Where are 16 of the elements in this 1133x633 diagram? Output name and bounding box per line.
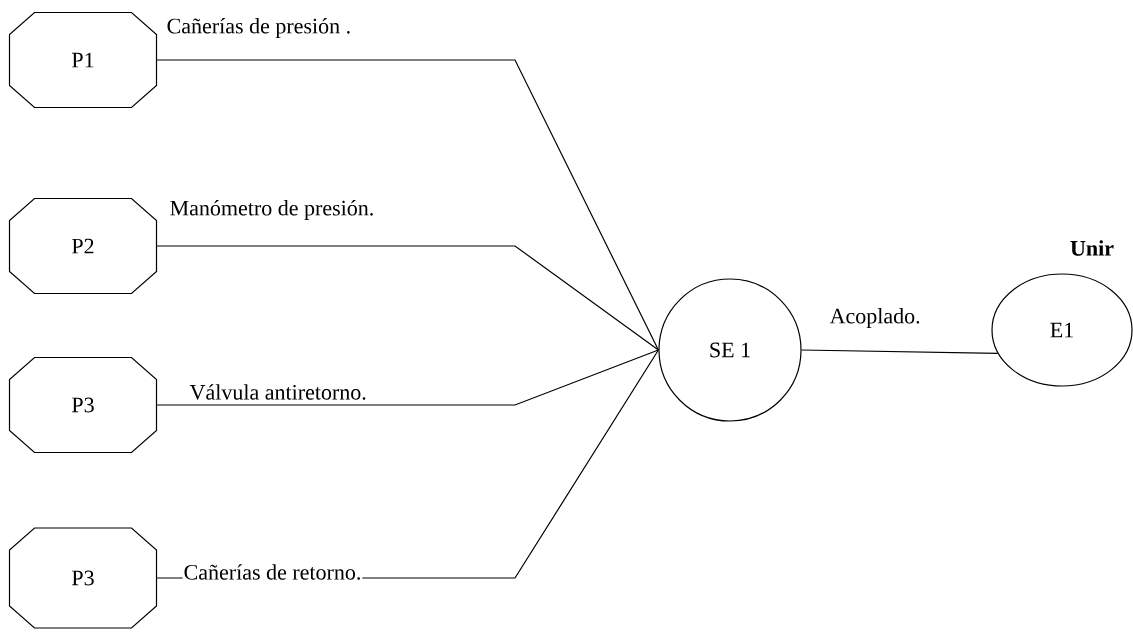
circle-node: SE 1 xyxy=(658,278,802,422)
edge-label: Cañerías de retorno. xyxy=(182,563,363,581)
edge-label: Manómetro de presión. xyxy=(168,199,376,221)
octagon-node: P3 xyxy=(8,356,158,454)
octagon-node: P2 xyxy=(8,197,158,295)
ellipse-node: E1 xyxy=(991,273,1133,387)
connector-line xyxy=(801,349,999,354)
connector-line xyxy=(156,245,659,351)
octagon-node: P1 xyxy=(8,11,158,109)
node-caption: Unir xyxy=(1070,240,1114,256)
edge-label: Cañerías de presión . xyxy=(165,17,353,39)
edge-label: Válvula antiretorno. xyxy=(188,383,368,401)
octagon-node: P3 xyxy=(8,527,158,629)
edge-label: Acoplado. xyxy=(828,307,922,329)
connector-line xyxy=(156,59,659,351)
connector-line xyxy=(156,349,659,406)
